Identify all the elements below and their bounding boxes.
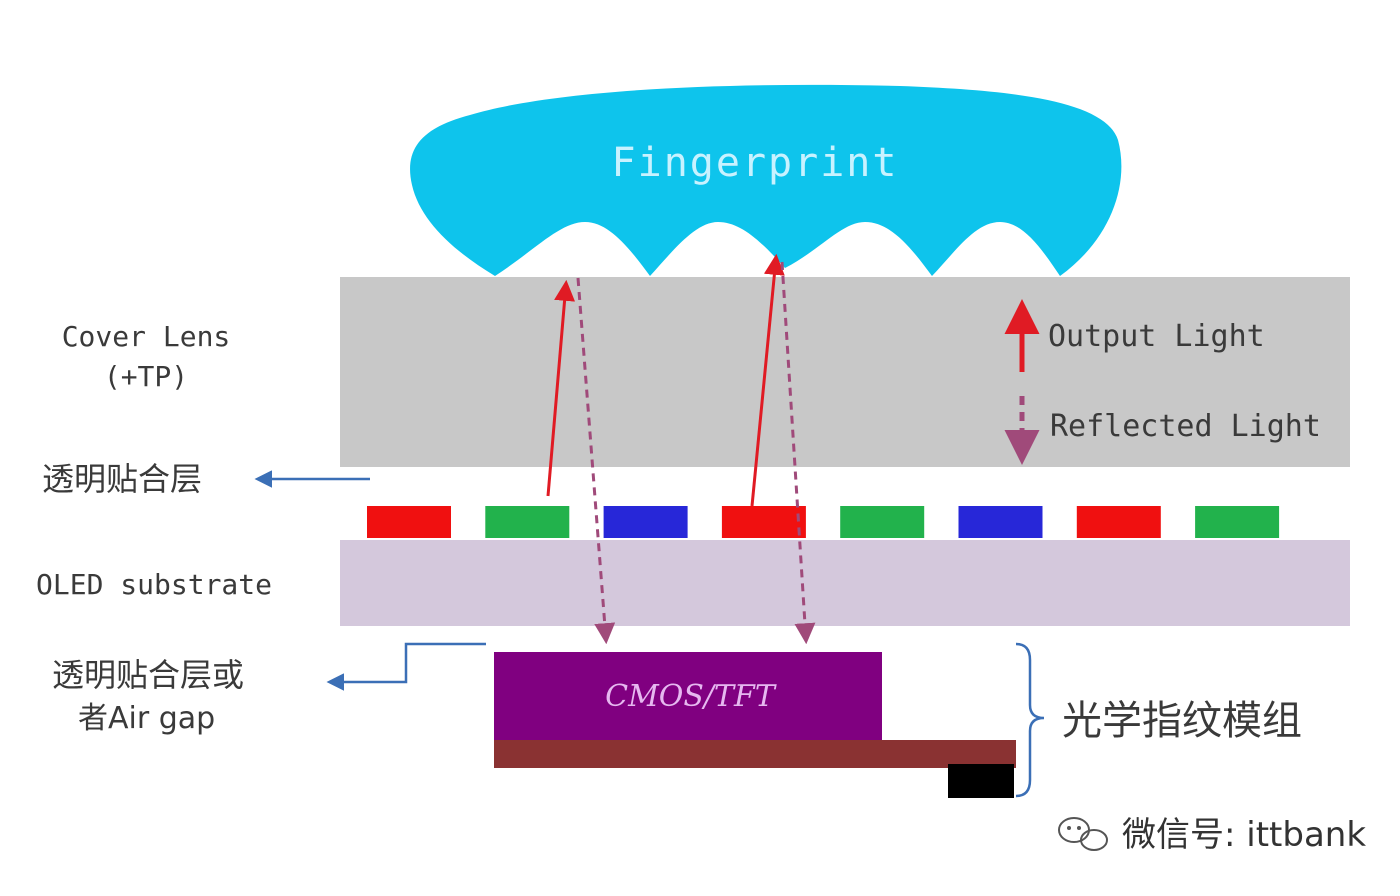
pixel-green-8 (1195, 506, 1280, 538)
cmos-tft-label: CMOS/TFT (605, 679, 777, 714)
adhesive-bottom-airgap-label: 者Air gap (78, 701, 215, 736)
fingerprint-label: Fingerprint (612, 140, 899, 186)
cmos-tft-sensor (494, 652, 882, 740)
adhesive-bottom-pointer-arrow (326, 642, 486, 691)
fingerprint-shape (410, 84, 1122, 276)
output-light-ray-2 (750, 253, 785, 507)
cover-lens-label: Cover Lens (62, 320, 231, 353)
oled-substrate-layer (340, 540, 1350, 626)
pixel-blue-6 (958, 506, 1043, 538)
pixel-green-2 (485, 506, 570, 538)
pixel-blue-3 (603, 506, 688, 538)
pixel-red-4 (721, 506, 806, 538)
pixel-red-1 (367, 506, 451, 538)
pixel-red-7 (1076, 506, 1161, 538)
module-bracket (1015, 642, 1045, 798)
wechat-watermark: 微信号: ittbank (1058, 815, 1366, 855)
output-light-ray-1 (546, 279, 576, 497)
module-connector-block (948, 764, 1014, 798)
reflected-light-legend-label: Reflected Light (1050, 409, 1321, 444)
rgb-pixel-row (367, 506, 1280, 538)
cover-lens-tp-label: (+TP) (104, 360, 188, 393)
watermark-text: 微信号: ittbank (1122, 815, 1366, 855)
adhesive-bottom-label: 透明贴合层或 (52, 656, 244, 694)
adhesive-top-label: 透明贴合层 (42, 460, 202, 498)
output-light-legend-label: Output Light (1048, 319, 1265, 354)
oled-substrate-label: OLED substrate (36, 568, 272, 601)
reflected-light-ray-2 (780, 261, 816, 645)
cover-lens-layer (340, 277, 1350, 467)
pixel-green-5 (840, 506, 925, 538)
reflected-light-ray-1 (576, 277, 616, 645)
module-base-plate (494, 740, 1016, 768)
wechat-icon (1058, 817, 1108, 851)
optical-fingerprint-module-label: 光学指纹模组 (1062, 698, 1302, 744)
